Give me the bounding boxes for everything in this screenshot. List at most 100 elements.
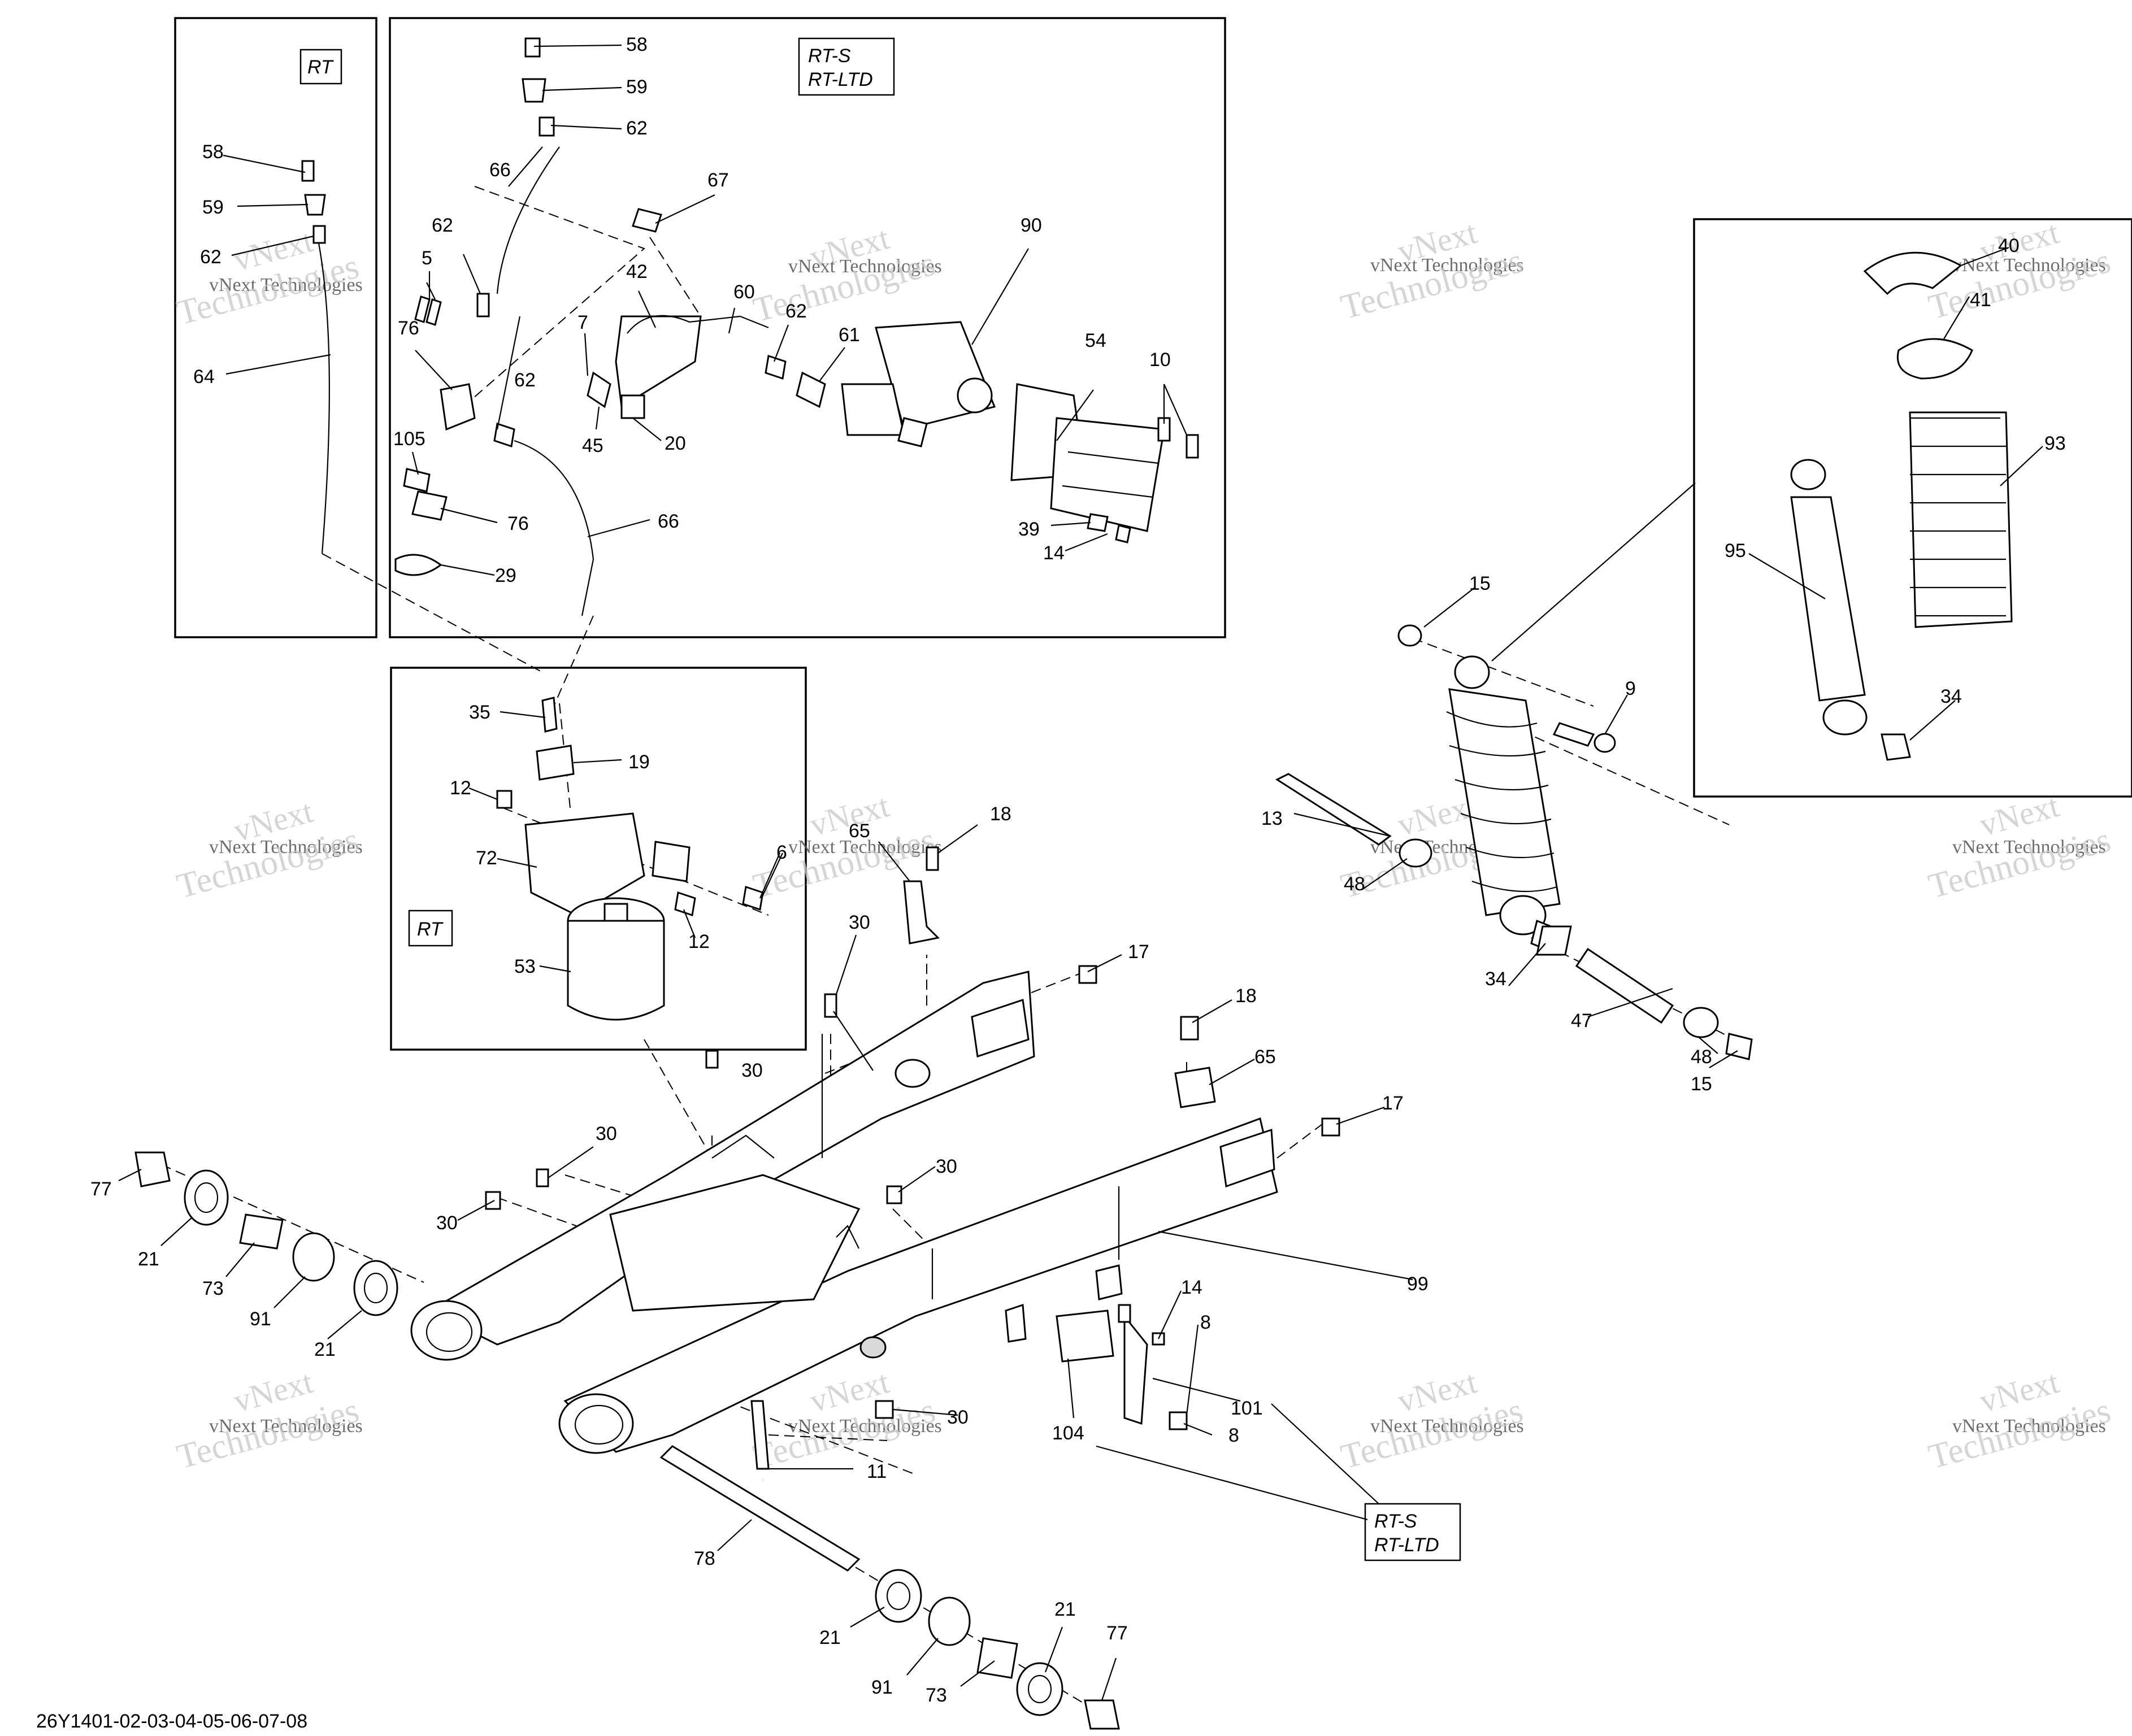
callout-65: 65 [849,820,870,842]
callout-61: 61 [839,324,860,346]
callout-18: 18 [990,803,1011,825]
callout-58: 58 [202,141,224,163]
callout-42: 42 [626,261,648,282]
model-tag-box-rt-s-2 [1364,1503,1461,1561]
callout-99: 99 [1407,1273,1428,1295]
callout-62: 62 [626,118,648,139]
callout-73: 73 [202,1278,224,1299]
callout-30: 30 [596,1123,617,1145]
callout-13: 13 [1261,808,1283,829]
callout-62: 62 [432,215,453,236]
callout-77: 77 [1106,1622,1128,1644]
callout-30: 30 [849,912,870,933]
callout-40: 40 [1998,235,2020,256]
callout-35: 35 [469,702,490,723]
callout-11: 11 [867,1461,887,1482]
watermark-line2: vNext Technologies [788,256,942,277]
callout-53: 53 [514,956,536,977]
callout-39: 39 [1018,519,1040,540]
callout-59: 59 [626,76,648,98]
watermark-line2: vNext Technologies [209,837,363,858]
callout-95: 95 [1725,540,1746,562]
callout-104: 104 [1052,1422,1084,1444]
callouts: 58 59 62 64 58 59 62 66 62 5 76 105 76 2… [90,34,2066,1706]
rt-reservoir [496,697,764,1021]
swing-arm [410,971,1278,1454]
callout-41: 41 [1970,289,1991,311]
leader-lines [118,44,2043,1701]
callout-72: 72 [476,847,497,869]
callout-76: 76 [398,317,419,339]
callout-6: 6 [776,842,787,863]
callout-76: 76 [507,513,529,534]
frame-rt-reservoir [390,667,807,1051]
callout-90: 90 [1021,215,1042,236]
swingarm-hardware [485,846,1340,1470]
callout-93: 93 [2044,433,2066,454]
callout-30: 30 [947,1407,969,1428]
frame-rt-s-rt-ltd-air-pump [389,17,1226,638]
pivot-bearings [134,1151,1120,1730]
model-tag-rt-s-1: RT-S [808,45,851,67]
callout-15: 15 [1691,1073,1712,1095]
callout-60: 60 [733,281,755,303]
callout-91: 91 [250,1308,271,1330]
callout-34: 34 [1485,968,1506,990]
callout-30: 30 [436,1212,458,1234]
air-pump-assembly [394,37,1199,616]
model-tag-box-rt-s-1 [798,37,895,96]
watermark-line2: vNext Technologies [1370,1416,1524,1437]
callout-77: 77 [90,1178,112,1200]
rt-sensor-line [301,160,330,554]
model-tag-box-rt-2 [408,910,453,947]
model-tag-rt-1: RT [307,56,334,78]
callout-34: 34 [1940,686,1962,707]
model-tag-rt-ltd-2: RT-LTD [1374,1534,1439,1556]
callout-62: 62 [514,369,536,391]
callout-101: 101 [1231,1398,1263,1419]
callout-8: 8 [1200,1312,1211,1333]
callout-17: 17 [1382,1093,1404,1114]
callout-73: 73 [926,1685,947,1706]
callout-9: 9 [1625,678,1636,699]
callout-45: 45 [582,435,603,456]
callout-21: 21 [1054,1599,1076,1620]
model-tag-rt-ltd-1: RT-LTD [808,69,873,90]
callout-78: 78 [694,1548,715,1569]
callout-59: 59 [202,197,224,218]
callout-48: 48 [1691,1046,1712,1068]
watermark: vNext vNext Technologies Technologies vN… [173,214,2114,1476]
frame-shock-detail [1693,218,2132,798]
callout-91: 91 [871,1677,893,1698]
callout-17: 17 [1128,941,1149,963]
callout-30: 30 [741,1060,763,1081]
watermark-line2: vNext Technologies [1952,255,2106,276]
callout-8: 8 [1228,1425,1239,1446]
callout-7: 7 [577,312,588,333]
watermark-line2: vNext Technologies [1952,1416,2106,1437]
callout-47: 47 [1571,1010,1592,1032]
callout-14: 14 [1181,1277,1202,1298]
callout-65: 65 [1254,1046,1276,1068]
callout-10: 10 [1149,349,1171,371]
callout-20: 20 [665,433,686,454]
callout-30: 30 [936,1156,957,1177]
callout-15: 15 [1469,573,1491,594]
callout-21: 21 [138,1248,159,1270]
callout-58: 58 [626,34,648,55]
callout-54: 54 [1085,330,1106,351]
callout-21: 21 [819,1627,841,1648]
callout-48: 48 [1344,873,1365,895]
watermark-line2: vNext Technologies [209,1416,363,1437]
callout-66: 66 [489,159,511,181]
watermark-line2: vNext Technologies [788,837,942,858]
callout-5: 5 [422,247,432,269]
callout-21: 21 [314,1339,336,1360]
watermark-line2: vNext Technologies [1370,255,1524,276]
shock-mount-hardware [1275,624,1753,1060]
callout-66: 66 [658,511,679,532]
model-tag-box-rt-1 [299,49,342,85]
callout-105: 105 [393,428,425,450]
callout-64: 64 [193,366,215,388]
model-tag-rt-s-2: RT-S [1374,1511,1417,1532]
